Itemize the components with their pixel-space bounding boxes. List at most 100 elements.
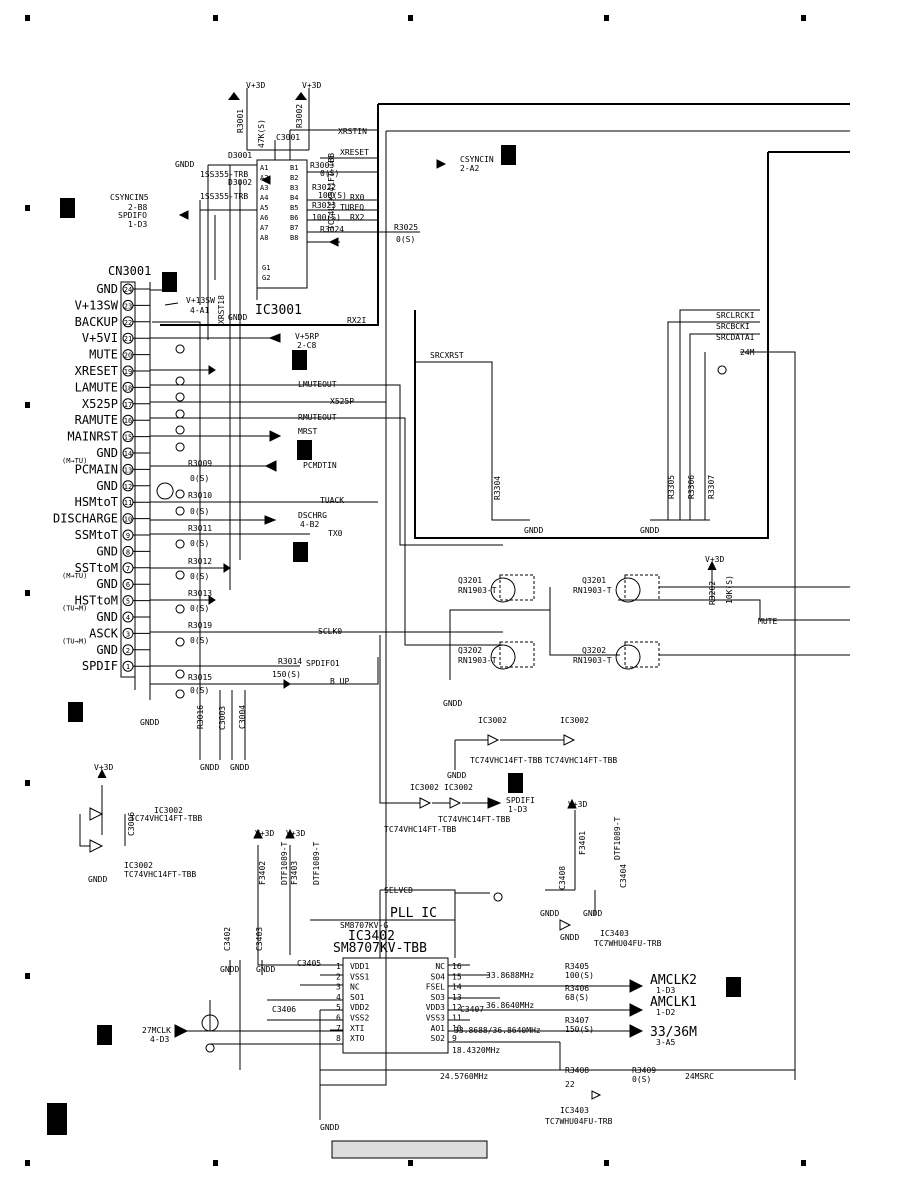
ic3001-pin-label: G1: [262, 264, 270, 272]
svg-text:RMUTEOUT: RMUTEOUT: [298, 413, 337, 422]
connector-pin-number: 21: [124, 335, 132, 343]
connector-direction-note: (TU→M): [62, 605, 87, 613]
svg-text:GNDD: GNDD: [540, 909, 559, 918]
svg-text:R3015: R3015: [188, 673, 212, 682]
pll-pin-name: SO4: [431, 972, 446, 981]
svg-text:SRCLRCKI: SRCLRCKI: [716, 311, 755, 320]
inverter-text: IC3002 IC3002 TC74VHC14FT-TBB TC74VHC14F…: [88, 716, 617, 884]
connector-pin-number: 18: [124, 384, 132, 392]
svg-text:C3408: C3408: [558, 866, 567, 890]
svg-text:RN1903-T: RN1903-T: [458, 586, 497, 595]
pll-pin-name: VSS1: [350, 972, 369, 981]
svg-text:33.8688MHz: 33.8688MHz: [486, 971, 534, 980]
svg-text:R3022: R3022: [312, 183, 336, 192]
ic3001: [178, 88, 447, 590]
svg-text:IC3403: IC3403: [560, 1106, 589, 1115]
connector-pin-number: 20: [124, 352, 132, 360]
pll-pin-number: 13: [452, 993, 462, 1002]
svg-text:33.8688/36.8640MHz: 33.8688/36.8640MHz: [454, 1026, 541, 1035]
svg-text:R3025: R3025: [394, 223, 418, 232]
pll-pin-name: VDD2: [350, 1003, 369, 1012]
svg-text:33/36M: 33/36M: [650, 1025, 697, 1040]
svg-text:68(S): 68(S): [565, 993, 589, 1002]
svg-text:Q3201: Q3201: [582, 576, 606, 585]
svg-text:R3011: R3011: [188, 524, 212, 533]
connector-pin-label: V+5VI: [82, 331, 118, 345]
connector-pin-label: X525P: [82, 397, 118, 411]
connector-pin-number: 15: [124, 434, 132, 442]
pll-pin-name: AO1: [431, 1024, 446, 1033]
svg-text:SRCXRST: SRCXRST: [430, 351, 464, 360]
svg-text:Q3202: Q3202: [458, 646, 482, 655]
svg-text:0(S): 0(S): [190, 604, 209, 613]
svg-text:GNDD: GNDD: [200, 763, 219, 772]
connector-direction-note: (M→TU): [62, 457, 87, 465]
connector-pin-number: 19: [124, 368, 132, 376]
connector-pin-label: ASCK: [89, 626, 119, 640]
svg-text:TC7WHU04FU-TRB: TC7WHU04FU-TRB: [545, 1117, 613, 1126]
svg-text:GNDD: GNDD: [228, 313, 247, 322]
svg-text:R3014: R3014: [278, 657, 302, 666]
connector-pin-label: DISCHARGE: [53, 512, 118, 526]
connector-pin-number: 7: [126, 565, 130, 573]
svg-text:RX0: RX0: [350, 193, 365, 202]
svg-text:SPDIFI: SPDIFI: [506, 796, 535, 805]
connector-pin-number: 14: [124, 450, 132, 458]
connector-pin-number: 1: [126, 663, 130, 671]
svg-text:4-A1: 4-A1: [190, 306, 209, 315]
svg-text:SRCDATAI: SRCDATAI: [716, 333, 755, 342]
svg-text:C3003: C3003: [218, 706, 227, 730]
src-resistors: [415, 309, 796, 1080]
connector-pin-label: GND: [96, 544, 118, 558]
svg-text:R3202: R3202: [708, 581, 717, 605]
svg-text:R3016: R3016: [196, 705, 205, 729]
pll-pin-name: SO2: [431, 1034, 446, 1043]
ic3001-pin-label: B2: [290, 174, 298, 182]
svg-text:GNDD: GNDD: [256, 965, 275, 974]
svg-text:2-C8: 2-C8: [297, 341, 316, 350]
svg-text:R3304: R3304: [493, 476, 502, 500]
svg-text:V+3D: V+3D: [255, 829, 274, 838]
svg-text:XRSTIN: XRSTIN: [338, 127, 367, 136]
svg-text:IC3002: IC3002: [154, 806, 183, 815]
svg-text:MUTE: MUTE: [758, 617, 777, 626]
svg-text:47K(S): 47K(S): [257, 119, 266, 148]
svg-text:10K(S): 10K(S): [725, 575, 734, 604]
svg-text:GNDD: GNDD: [230, 763, 249, 772]
svg-text:36.8640MHz: 36.8640MHz: [486, 1001, 534, 1010]
pll-pin-number: 10: [452, 1024, 462, 1033]
connector-pin-label: GND: [96, 479, 118, 493]
svg-text:SPDIFO: SPDIFO: [118, 211, 147, 220]
svg-text:0(S): 0(S): [190, 636, 209, 645]
ic3001-pin-label: B6: [290, 214, 298, 222]
svg-text:R3023: R3023: [312, 201, 336, 210]
svg-text:R3408: R3408: [565, 1066, 589, 1075]
svg-text:R3306: R3306: [687, 475, 696, 499]
svg-text:AMCLK1: AMCLK1: [650, 995, 697, 1010]
svg-text:27MCLK: 27MCLK: [142, 1026, 171, 1035]
svg-text:AMCLK2: AMCLK2: [650, 973, 697, 988]
connector-pin-label: MUTE: [89, 348, 118, 362]
connector-pin-label: BACKUP: [75, 315, 118, 329]
pll-pin-number: 14: [452, 983, 462, 992]
svg-text:C3403: C3403: [255, 927, 264, 951]
svg-text:0(S): 0(S): [190, 686, 209, 695]
frame-lines: [160, 103, 850, 1086]
svg-text:GNDD: GNDD: [320, 1123, 339, 1132]
svg-text:TUACK: TUACK: [320, 496, 344, 505]
svg-text:SCLK0: SCLK0: [318, 627, 342, 636]
connector-pin-number: 5: [126, 598, 130, 606]
ic3001-pin-label: A2: [260, 174, 268, 182]
svg-text:GNDD: GNDD: [583, 909, 602, 918]
middle-text: LMUTEOUT X525P RMUTEOUT PCMDTIN TUACK TX…: [140, 380, 354, 772]
svg-text:MRST: MRST: [298, 427, 317, 436]
pll-pin-number: 8: [336, 1034, 341, 1043]
pll-section: [174, 798, 795, 1120]
pll-pin-name: SO3: [431, 993, 446, 1002]
pll-pin-number: 7: [336, 1024, 341, 1033]
ic3001-pin-label: A8: [260, 234, 268, 242]
ic3001-pin-label: G2: [262, 274, 270, 282]
connector-pin-number: 12: [124, 483, 132, 491]
